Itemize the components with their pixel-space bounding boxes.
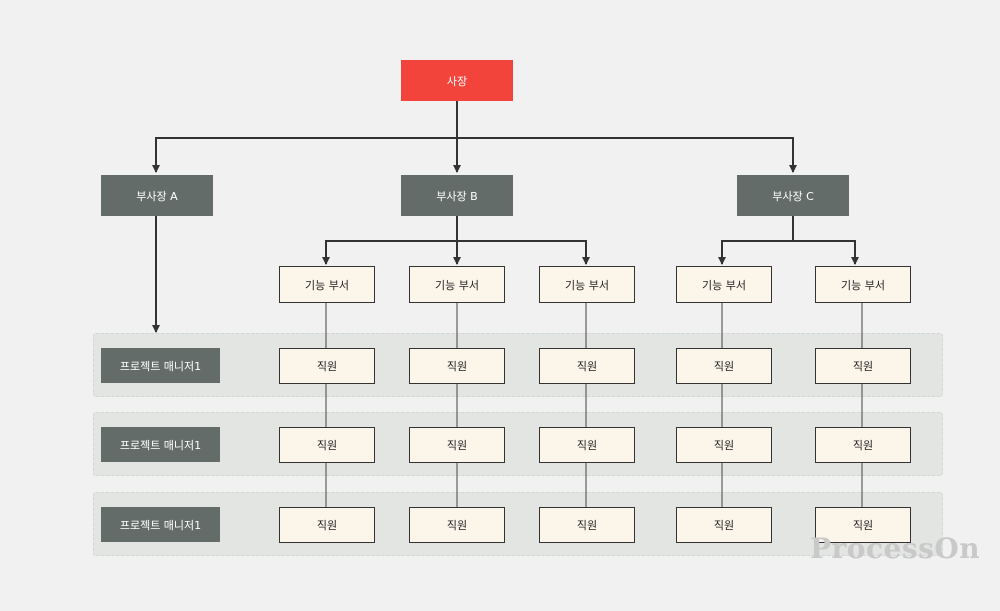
staff-box: 직원 bbox=[279, 348, 375, 384]
department-box-2: 기능 부서 bbox=[409, 266, 505, 303]
department-box-3: 기능 부서 bbox=[539, 266, 635, 303]
vp-a-box: 부사장 A bbox=[101, 175, 213, 216]
department-box-4: 기능 부서 bbox=[676, 266, 772, 303]
staff-box: 직원 bbox=[539, 427, 635, 463]
department-box-1: 기능 부서 bbox=[279, 266, 375, 303]
dept-staff-lines bbox=[325, 302, 863, 508]
project-band-2 bbox=[93, 412, 943, 476]
ceo-box: 사장 bbox=[401, 60, 513, 101]
staff-box: 직원 bbox=[815, 507, 911, 543]
staff-box: 직원 bbox=[279, 427, 375, 463]
project-manager-box: 프로젝트 매니저1 bbox=[101, 427, 220, 462]
project-manager-box: 프로젝트 매니저1 bbox=[101, 348, 220, 383]
connector-vp-b-dept-1 bbox=[322, 240, 457, 265]
vp-c-box: 부사장 C bbox=[737, 175, 849, 216]
staff-box: 직원 bbox=[539, 348, 635, 384]
connector-ceo-vps bbox=[456, 101, 797, 173]
project-band-1 bbox=[93, 333, 943, 397]
staff-box: 직원 bbox=[676, 348, 772, 384]
staff-box: 직원 bbox=[409, 348, 505, 384]
department-box-5: 기능 부서 bbox=[815, 266, 911, 303]
staff-box: 직원 bbox=[409, 507, 505, 543]
staff-box: 직원 bbox=[676, 507, 772, 543]
staff-box: 직원 bbox=[815, 348, 911, 384]
project-manager-box: 프로젝트 매니저1 bbox=[101, 507, 220, 542]
staff-box: 직원 bbox=[539, 507, 635, 543]
project-band-3 bbox=[93, 492, 943, 556]
staff-box: 직원 bbox=[409, 427, 505, 463]
processon-watermark: ProcessOn bbox=[810, 532, 981, 565]
vp-b-box: 부사장 B bbox=[401, 175, 513, 216]
staff-box: 직원 bbox=[676, 427, 772, 463]
staff-box: 직원 bbox=[815, 427, 911, 463]
connector-vp-b-depts bbox=[456, 216, 590, 265]
connector-ceo-vp-a bbox=[152, 137, 457, 173]
connector-vp-c-depts bbox=[792, 216, 859, 265]
staff-box: 직원 bbox=[279, 507, 375, 543]
connector-vp-c-dept-4 bbox=[718, 240, 793, 265]
